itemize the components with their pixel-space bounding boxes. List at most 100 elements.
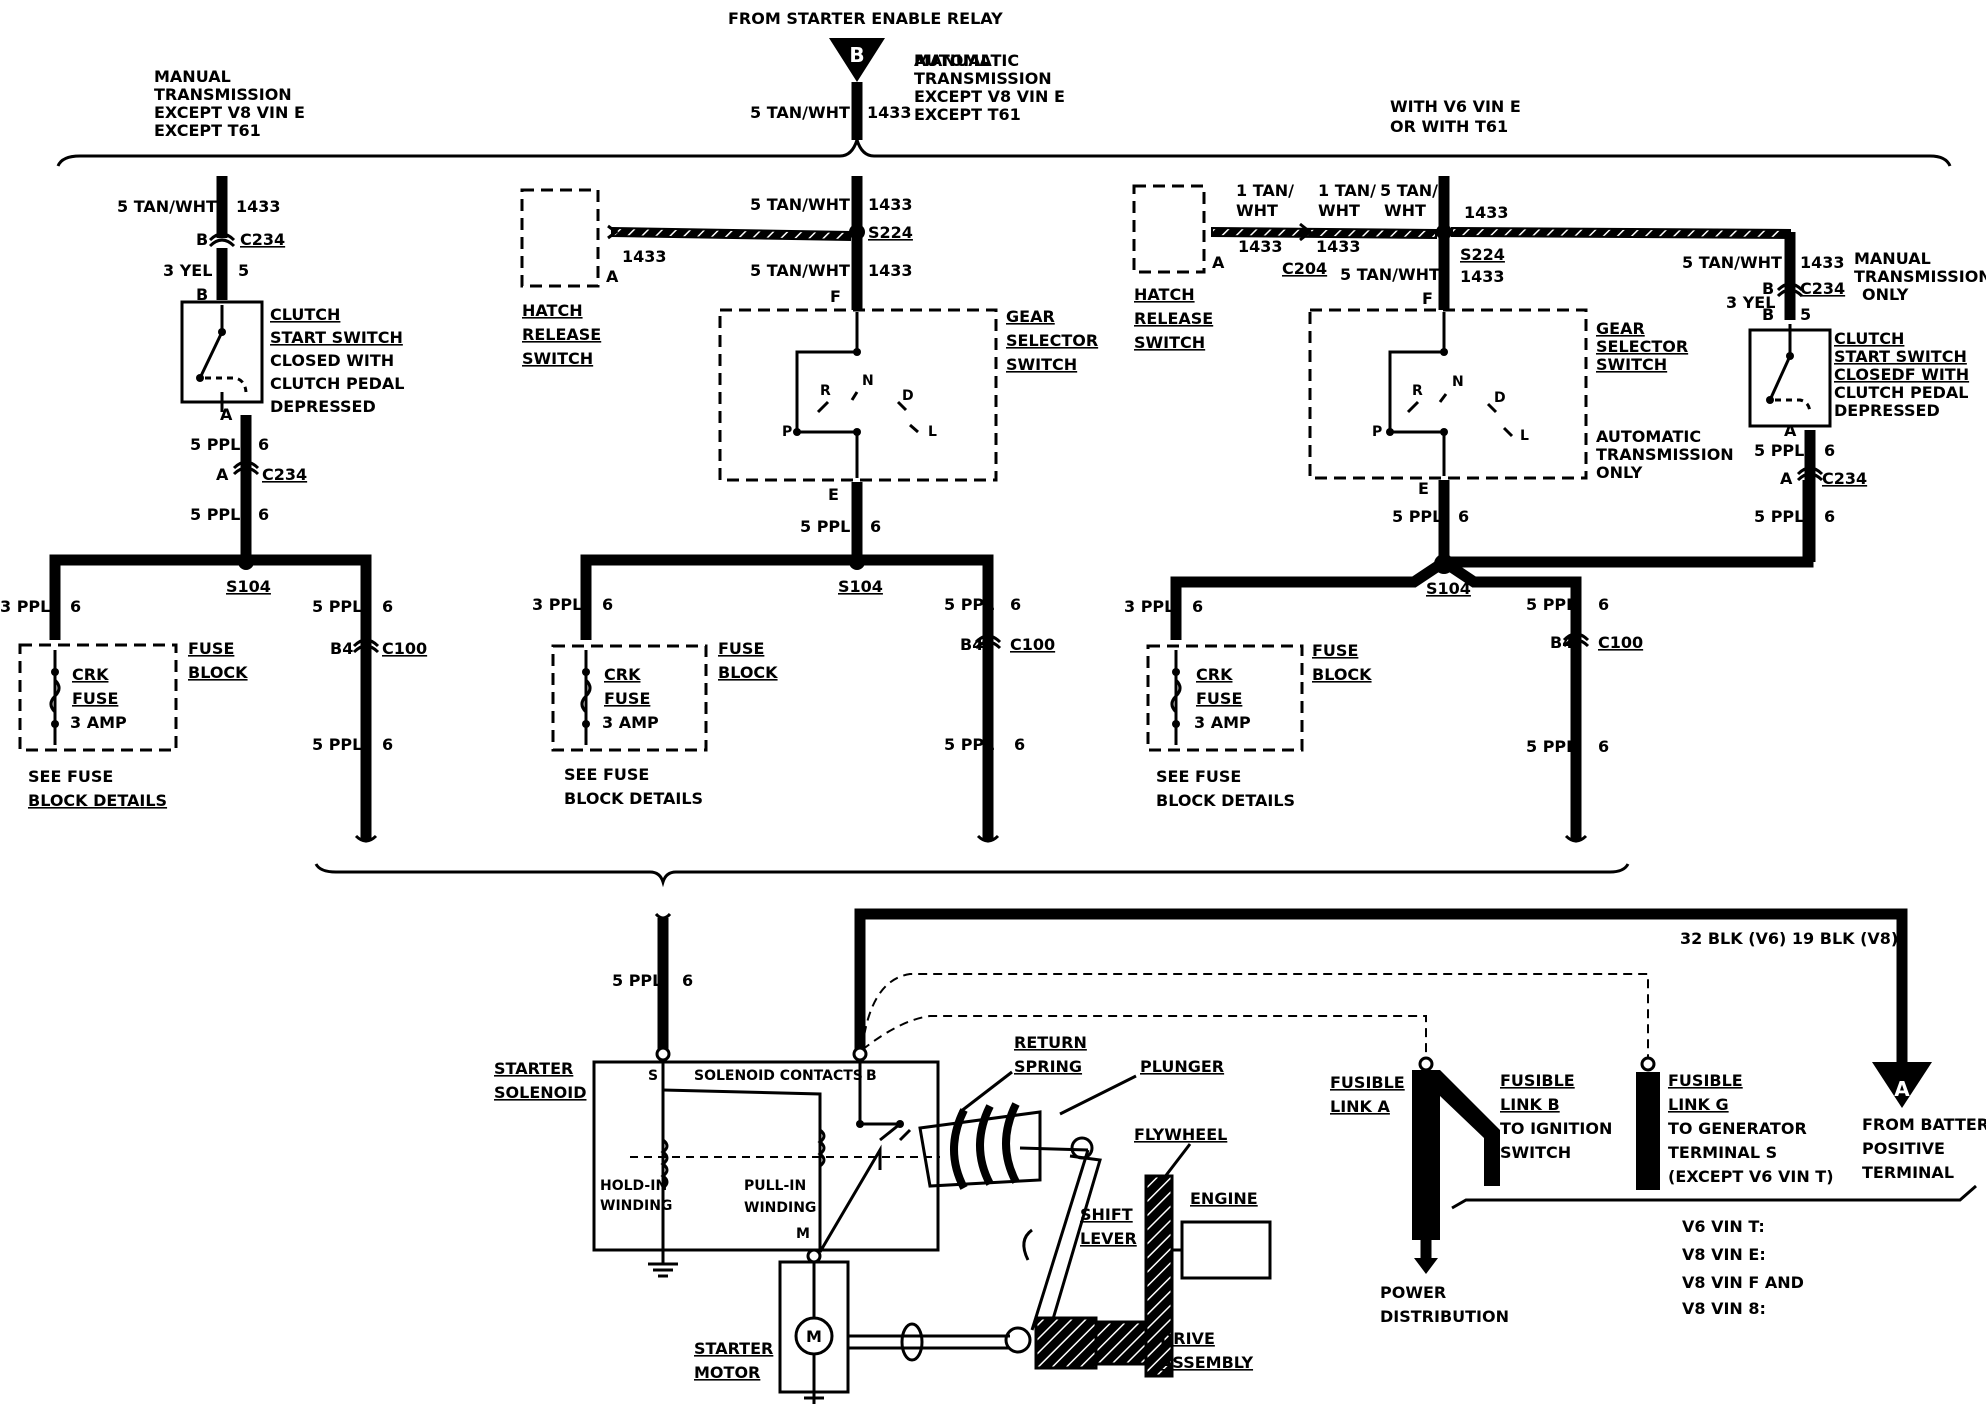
middle-section: 5 TAN/WHT 1433 S224 5 TAN/WHT 1433 1433 … <box>520 176 1098 843</box>
circuit-label: 1433 <box>1238 237 1283 256</box>
wire-label: 3 PPL <box>532 595 582 614</box>
circuit-label: 5 <box>238 261 249 280</box>
circuit-label: 6 <box>258 435 269 454</box>
wire-label: 1 TAN/ <box>1236 181 1294 200</box>
left-title-4: EXCEPT T61 <box>154 121 261 140</box>
circuit-label: 6 <box>1192 597 1203 616</box>
switch-label: CLUTCH PEDAL <box>270 374 405 393</box>
wire-label: 3 YEL <box>1726 293 1775 312</box>
left-title-2: TRANSMISSION <box>154 85 292 104</box>
connector-label: C204 <box>1282 259 1327 278</box>
switch-label: START SWITCH <box>1834 347 1967 366</box>
switch-label: START SWITCH <box>270 328 403 347</box>
gear-l: L <box>928 424 937 440</box>
fuse-label: FUSE <box>604 689 650 708</box>
s104-splice <box>238 554 254 570</box>
fuse-block <box>18 643 178 752</box>
c234-connector <box>208 232 236 248</box>
manual-note: TRANSMISSION <box>1854 267 1986 286</box>
wire-label: WHT <box>1318 201 1360 220</box>
switch-label: CLUTCH <box>270 305 340 324</box>
drive-assembly-label: ASSEMBLY <box>1160 1353 1253 1372</box>
shift-lever-label: LEVER <box>1080 1229 1137 1248</box>
splice-label: S104 <box>838 577 883 596</box>
vin-note: V8 VIN F AND <box>1682 1273 1804 1292</box>
hatch-label: RELEASE <box>522 325 601 344</box>
wire-label: 5 TAN/WHT <box>1682 253 1782 272</box>
plunger <box>918 1110 1042 1188</box>
wire-label: 5 PPL <box>944 735 994 754</box>
wire-label: 5 PPL <box>190 505 240 524</box>
fuse-label: FUSE <box>72 689 118 708</box>
pin-label: A <box>220 405 233 424</box>
circuit-label: 6 <box>1598 595 1609 614</box>
wire-label: WHT <box>1236 201 1278 220</box>
splice-label: S104 <box>1426 579 1471 598</box>
see-fuse: BLOCK DETAILS <box>1156 791 1295 810</box>
wire-label: 5 PPL <box>1754 507 1804 526</box>
fuse-block-label: FUSE <box>188 639 234 658</box>
wire-label: 5 TAN/WHT <box>117 197 217 216</box>
pin-label: B <box>1762 279 1774 298</box>
gear-selector-label: SWITCH <box>1006 355 1077 374</box>
vin-note: V8 VIN E: <box>1682 1245 1766 1264</box>
circuit-label: 6 <box>1824 441 1835 460</box>
fusible-link-a-b <box>1412 1070 1500 1240</box>
v-title: MANUAL <box>914 51 991 70</box>
wire-label: 1 TAN/ <box>1318 181 1376 200</box>
connector-label: C234 <box>1822 469 1867 488</box>
wire-label: 5 PPL <box>312 735 362 754</box>
fusible-link-b-label: FUSIBLE <box>1500 1071 1575 1090</box>
flywheel-label: FLYWHEEL <box>1134 1125 1227 1144</box>
hatch-label: SWITCH <box>1134 333 1205 352</box>
fuse-amp: 3 AMP <box>70 713 127 732</box>
bottom-brace <box>314 863 1630 888</box>
switch-label: CLOSED WITH <box>270 351 394 370</box>
circuit-label: 6 <box>382 735 393 754</box>
connector-label: C100 <box>1010 635 1055 654</box>
right-section: WITH V6 VIN E OR WITH T61 S224 1 TAN/ WH… <box>1124 97 1986 843</box>
switch-label: DEPRESSED <box>1834 401 1940 420</box>
terminal-b: B <box>866 1068 877 1084</box>
pin-label: B4 <box>330 639 353 658</box>
splice-label: S224 <box>1460 245 1505 264</box>
pin-label: A <box>216 465 229 484</box>
engine-label: ENGINE <box>1190 1189 1258 1208</box>
vin-brace <box>1451 1184 1977 1210</box>
pin-label: E <box>828 485 839 504</box>
drive-assembly <box>1034 1316 1098 1370</box>
pin-label: B <box>196 230 208 249</box>
pin-label: F <box>830 287 841 306</box>
circuit-label: 6 <box>1458 507 1469 526</box>
gear-d: D <box>1494 390 1506 406</box>
starter-solenoid-label: SOLENOID <box>494 1083 586 1102</box>
auto-title-line1: AUTOMATIC <box>914 51 1019 70</box>
gear-l: L <box>1520 428 1529 444</box>
hatch-label: SWITCH <box>522 349 593 368</box>
circuit-label: 6 <box>1824 507 1835 526</box>
wire-label: 5 PPL <box>612 971 662 990</box>
circuit-label: 1433 <box>622 247 667 266</box>
switch-label: CLUTCH PEDAL <box>1834 383 1969 402</box>
hold-in-label: WINDING <box>600 1198 672 1214</box>
left-title-1: MANUAL <box>154 67 231 86</box>
starter-enable-relay-feed: FROM STARTER ENABLE RELAY B 5 TAN/WHT 14… <box>728 9 1003 140</box>
power-distribution-label: DISTRIBUTION <box>1380 1307 1509 1326</box>
fuse-block-label: BLOCK <box>188 663 248 682</box>
battery-wire-label: 32 BLK (V6) 19 BLK (V8) <box>1680 929 1898 948</box>
fusible-link-g-label: TERMINAL S <box>1668 1143 1777 1162</box>
auto-note: ONLY <box>1596 463 1643 482</box>
pull-in-label: PULL-IN <box>744 1178 806 1194</box>
s104-splice <box>1434 554 1454 574</box>
fusible-link-g-label: TO GENERATOR <box>1668 1119 1807 1138</box>
fusible-link-b-label: SWITCH <box>1500 1143 1571 1162</box>
splice-label: S224 <box>868 223 913 242</box>
fusible-link-b-label: TO IGNITION <box>1500 1119 1612 1138</box>
connector-label: C100 <box>1598 633 1643 652</box>
starter-motor-label: MOTOR <box>694 1363 760 1382</box>
shift-lever-label: SHIFT <box>1080 1205 1133 1224</box>
wire-label: 3 PPL <box>0 597 50 616</box>
auto-note: TRANSMISSION <box>1596 445 1734 464</box>
pin-label: A <box>1780 469 1793 488</box>
gear-n: N <box>862 373 874 389</box>
